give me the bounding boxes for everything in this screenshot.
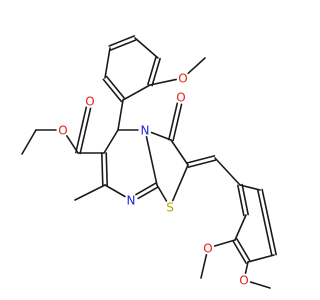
bond-c3-n4 <box>150 131 172 141</box>
bond-c6-c7-second <box>105 152 108 186</box>
atom-label-o3: O <box>176 91 185 105</box>
bond-cVin-a1 <box>214 157 241 186</box>
bond-c8a-s1 <box>156 184 168 202</box>
bond-a5-a6 <box>261 188 277 256</box>
bond-cEt1-cEt2 <box>21 129 37 155</box>
bond-c3-o3 <box>172 103 183 142</box>
bond-a4-oA4 <box>244 261 249 274</box>
bond-a3-a4 <box>232 240 247 264</box>
bond-oA3-cA3 <box>200 254 208 279</box>
bond-c2-cVin-second <box>186 155 216 164</box>
bond-b3-b4 <box>110 39 137 51</box>
bond-b3-b4-second <box>108 35 135 47</box>
bond-c2-c3 <box>170 139 189 166</box>
bond-a1-a2 <box>237 184 245 217</box>
atom-label-oA4: O <box>239 274 248 288</box>
atom-label-oB: O <box>178 72 187 86</box>
bond-oB-cB <box>187 57 206 75</box>
bond-a3-oA3 <box>213 239 236 247</box>
bond-a4-a5 <box>247 254 275 263</box>
bond-b5-b6-second <box>151 57 161 87</box>
bond-cCarb-oCarb-second <box>75 106 88 154</box>
bond-n8-c8a-second <box>135 182 157 196</box>
bond-s1-c2 <box>171 164 189 202</box>
bond-a5-a6-second <box>257 189 273 257</box>
bond-c5-b1 <box>117 99 124 131</box>
bond-oA4-cA4 <box>249 281 271 289</box>
bond-c8a-n4 <box>145 136 158 186</box>
bond-a3-a4-second <box>236 238 251 262</box>
bond-a1-a2-second <box>241 183 249 216</box>
bond-cCarb-oCarb <box>79 107 92 155</box>
bond-c2-cVin <box>187 159 217 168</box>
bond-b5-b6 <box>147 56 157 86</box>
bond-c7-cMe <box>74 184 106 201</box>
bond-c6-c7 <box>101 152 104 186</box>
atom-label-oA3: O <box>203 242 212 256</box>
bond-b6-b1 <box>122 84 151 101</box>
bond-layer <box>21 35 277 289</box>
bond-c7-n8 <box>104 184 126 198</box>
bond-b1-b2-second <box>102 78 123 103</box>
atom-label-s1: S <box>166 201 174 215</box>
bond-c3-o3-second <box>168 102 179 141</box>
bond-n8-c8a <box>137 186 159 200</box>
atom-label-oEster: O <box>58 124 67 138</box>
bond-a2-a3 <box>234 214 247 241</box>
bond-c6-c5 <box>103 129 119 154</box>
bond-b2-b3 <box>104 47 111 79</box>
atom-label-n4: N <box>141 124 150 138</box>
atom-label-oCarb: O <box>85 95 94 109</box>
bond-a6-a1 <box>239 184 261 191</box>
atom-label-n8: N <box>127 194 136 208</box>
bond-b4-b5 <box>134 37 159 59</box>
bond-b1-b2 <box>105 75 126 100</box>
bond-b6-oB <box>149 78 177 86</box>
